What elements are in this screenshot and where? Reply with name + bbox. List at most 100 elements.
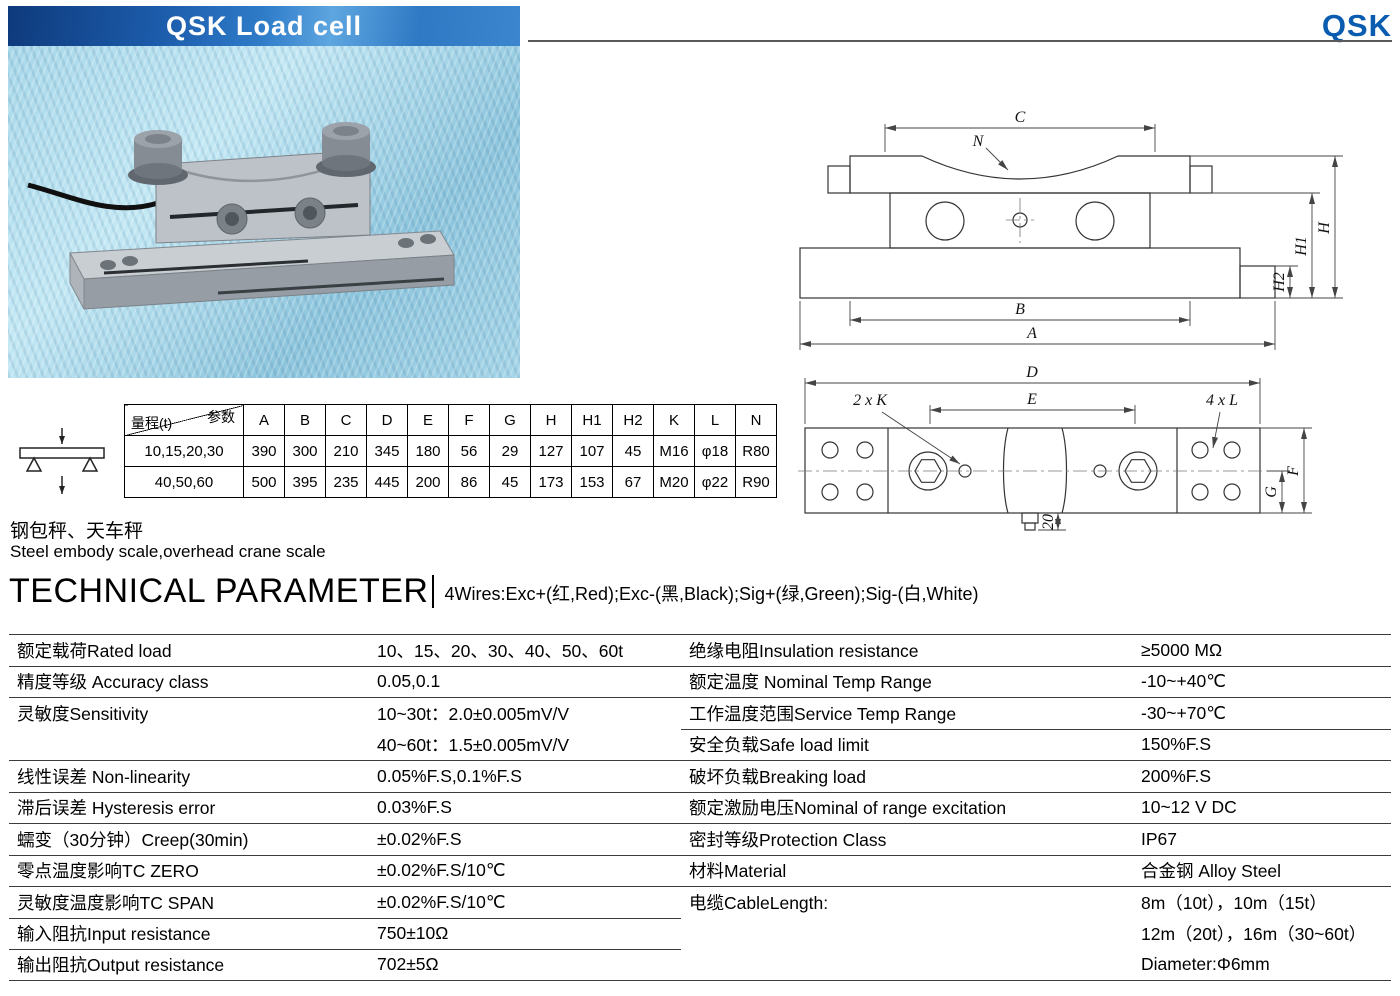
dim-value-cell: R90 — [735, 466, 777, 498]
base-end-face — [69, 252, 85, 310]
dim-value-cell: 395 — [284, 466, 326, 498]
dim-col-header: N — [735, 404, 777, 436]
part-outlines — [799, 155, 1276, 531]
param-label: 精度等级 Accuracy class — [9, 665, 371, 698]
application-text-cn: 钢包秤、天车秤 — [10, 521, 144, 542]
dim-range-cell: 40,50,60 — [124, 466, 244, 498]
dim-col-header: L — [694, 404, 736, 436]
dim-col-header: H — [530, 404, 572, 436]
param-label: 灵敏度温度影响TC SPAN — [9, 886, 371, 918]
param-label: 破坏负载Breaking load — [681, 760, 1135, 792]
product-banner: QSK Load cell — [8, 6, 520, 46]
param-value: Diameter:Φ6mm — [1135, 949, 1391, 981]
dim-value-cell: 173 — [530, 466, 572, 498]
section-title: TECHNICAL PARAMETER — [9, 572, 429, 610]
param-label: 安全负载Safe load limit — [681, 728, 1135, 761]
dim-label-h: H — [1316, 221, 1333, 235]
dim-value-cell: 200 — [407, 466, 449, 498]
param-value: ±0.02%F.S/10℃ — [371, 886, 681, 918]
header-divider — [528, 40, 1392, 42]
param-value: IP67 — [1135, 823, 1391, 855]
dim-value-cell: 127 — [530, 435, 572, 467]
dim-label-2xk: 2 x K — [853, 392, 888, 409]
param-label — [681, 918, 1135, 950]
dim-range-cell: 10,15,20,30 — [124, 435, 244, 467]
dim-label-4xl: 4 x L — [1206, 392, 1238, 409]
param-label: 工作温度范围Service Temp Range — [681, 697, 1135, 729]
param-label: 额定温度 Nominal Temp Range — [681, 665, 1135, 698]
product-photo — [8, 46, 520, 378]
application-text-en: Steel embody scale,overhead crane scale — [10, 542, 326, 561]
dim-value-cell: 500 — [243, 466, 285, 498]
param-label: 密封等级Protection Class — [681, 823, 1135, 855]
dim-header-row: 参数 量程(t) A B C D E F G H H1 H2 K L N — [124, 404, 777, 436]
dim-col-header: C — [325, 404, 367, 436]
dim-value-cell: R80 — [735, 435, 777, 467]
dim-value-cell: 67 — [612, 466, 654, 498]
dim-col-header: H1 — [571, 404, 613, 436]
dim-value-cell: M20 — [653, 466, 695, 498]
param-value: 10、15、20、30、40、50、60t — [371, 634, 681, 666]
param-label: 灵敏度Sensitivity — [9, 697, 371, 729]
param-label: 额定载荷Rated load — [9, 634, 371, 666]
param-label: 额定激励电压Nominal of range excitation — [681, 791, 1135, 824]
dim-col-header: G — [489, 404, 531, 436]
param-value: 10~30t：2.0±0.005mV/V — [371, 697, 681, 729]
dim-label-b: B — [1015, 301, 1025, 318]
dimension-table: 参数 量程(t) A B C D E F G H H1 H2 K L N 10,… — [124, 404, 777, 498]
title-divider — [432, 575, 435, 608]
dim-value-cell: 390 — [243, 435, 285, 467]
corner-label-param: 参数 — [207, 409, 235, 425]
dim-col-header: H2 — [612, 404, 654, 436]
dim-label-n: N — [972, 133, 985, 150]
dim-value-cell: 445 — [366, 466, 408, 498]
param-value: 0.05%F.S,0.1%F.S — [371, 760, 681, 792]
param-value: 0.03%F.S — [371, 791, 681, 824]
dimension-table-corner: 参数 量程(t) — [124, 404, 244, 436]
dim-value-cell: 29 — [489, 435, 531, 467]
dim-col-header: E — [407, 404, 449, 436]
param-label: 滞后误差 Hysteresis error — [9, 791, 371, 824]
load-cell-illustration — [27, 122, 455, 310]
param-label: 蠕变（30分钟）Creep(30min) — [9, 823, 371, 855]
dim-label-d: D — [1025, 364, 1038, 381]
dim-value-cell: 300 — [284, 435, 326, 467]
dim-label-h1: H1 — [1293, 236, 1310, 257]
dim-value-cell: 235 — [325, 466, 367, 498]
centerlines — [798, 198, 1267, 472]
dim-value-cell: φ22 — [694, 466, 736, 498]
param-value: 12m（20t），16m（30~60t） — [1141, 923, 1367, 944]
dim-value-cell: 56 — [448, 435, 490, 467]
param-label: 线性误差 Non-linearity — [9, 760, 371, 792]
param-value: ≥5000 MΩ — [1135, 634, 1391, 666]
dim-value-cell: 107 — [571, 435, 613, 467]
dim-value-cell: 210 — [325, 435, 367, 467]
param-value: 8m（10t），10m（15t） — [1135, 886, 1391, 918]
dim-label-g: G — [1263, 486, 1280, 498]
dim-col-header: K — [653, 404, 695, 436]
dim-value-cell: 86 — [448, 466, 490, 498]
brand-logo: QSK — [1321, 8, 1392, 43]
param-value: 10~12 V DC — [1135, 791, 1391, 824]
dim-label-a: A — [1026, 325, 1037, 342]
param-value: ±0.02%F.S — [371, 823, 681, 855]
param-value: 750±10Ω — [371, 917, 681, 950]
param-value: 150%F.S — [1135, 728, 1391, 761]
dim-value-cell: 153 — [571, 466, 613, 498]
dim-col-header: A — [243, 404, 285, 436]
cable — [27, 182, 159, 211]
param-value: 200%F.S — [1135, 760, 1391, 792]
dim-label-f: F — [1285, 466, 1302, 477]
dim-label-h2: H2 — [1271, 272, 1288, 293]
param-label — [681, 949, 1135, 981]
param-value: ±0.02%F.S/10℃ — [371, 854, 681, 887]
load-direction-icon — [19, 428, 105, 494]
param-value: 合金钢 Alloy Steel — [1135, 854, 1391, 887]
product-title: QSK Load cell — [165, 10, 363, 41]
wiring-note: 4Wires:Exc+(红,Red);Exc-(黑,Black);Sig+(绿,… — [444, 584, 979, 604]
param-label: 绝缘电阻Insulation resistance — [681, 634, 1135, 666]
dimension-lines — [799, 124, 1343, 531]
param-label — [9, 729, 371, 761]
dim-col-header: F — [448, 404, 490, 436]
